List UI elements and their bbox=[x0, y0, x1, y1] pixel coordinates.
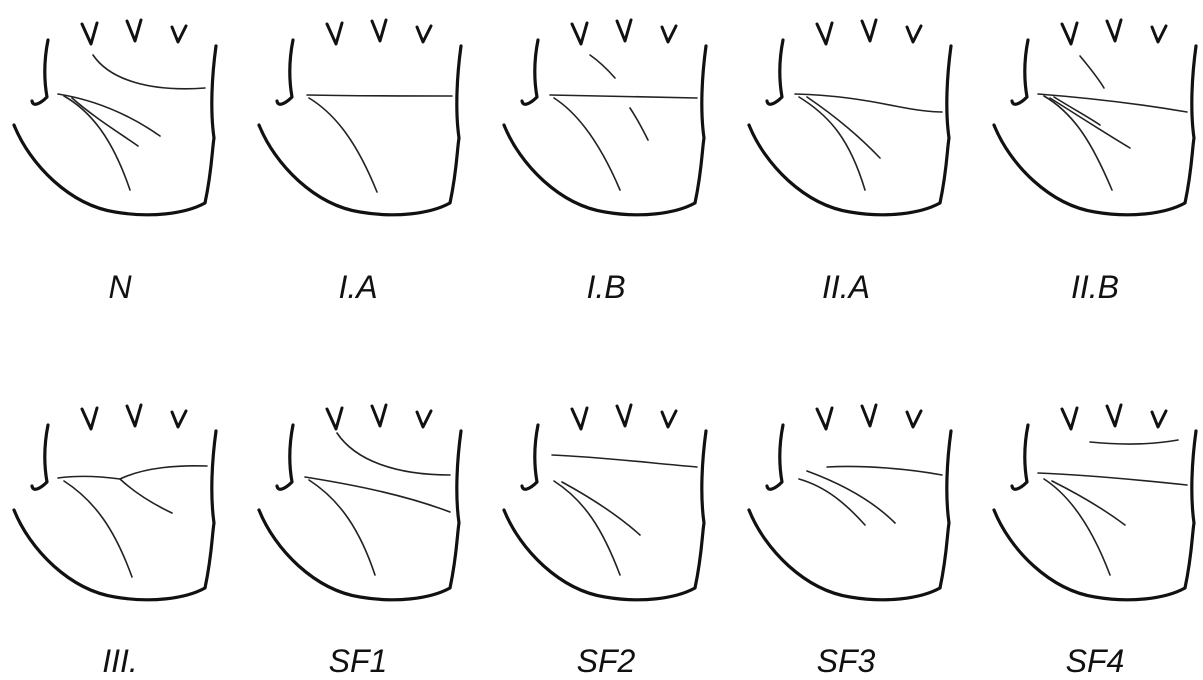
finger-mark bbox=[1152, 411, 1166, 427]
panel-label: II.B bbox=[1071, 269, 1119, 305]
palm-crease-line bbox=[807, 471, 895, 523]
panel-label: SF1 bbox=[329, 643, 388, 679]
finger-mark bbox=[862, 405, 876, 426]
finger-mark bbox=[417, 26, 431, 42]
finger-mark bbox=[82, 408, 97, 429]
palm-crease-line bbox=[552, 455, 697, 467]
hand-diagram bbox=[749, 405, 951, 600]
palm-crease-line bbox=[562, 482, 640, 535]
hand-outline bbox=[14, 40, 216, 215]
finger-mark bbox=[327, 23, 342, 44]
hand-outline bbox=[504, 40, 706, 215]
finger-mark bbox=[817, 408, 832, 429]
finger-mark bbox=[617, 20, 631, 41]
panel-label: N bbox=[108, 269, 132, 305]
panel-label: I.B bbox=[586, 269, 625, 305]
hand-outline bbox=[749, 425, 951, 600]
finger-mark bbox=[172, 411, 186, 427]
finger-mark bbox=[572, 408, 587, 429]
panel-label: III. bbox=[102, 643, 138, 679]
finger-mark bbox=[417, 411, 431, 427]
hand-diagram bbox=[259, 20, 461, 215]
finger-mark bbox=[127, 20, 141, 41]
finger-mark bbox=[617, 405, 631, 426]
hand-outline bbox=[994, 425, 1196, 600]
finger-mark bbox=[372, 20, 386, 41]
finger-mark bbox=[82, 23, 97, 44]
palm-crease-line bbox=[827, 466, 942, 475]
palm-crease-line bbox=[337, 433, 450, 475]
finger-mark bbox=[1107, 405, 1121, 426]
palm-crease-line bbox=[64, 481, 132, 577]
finger-mark bbox=[572, 23, 587, 44]
finger-mark bbox=[1152, 26, 1166, 42]
finger-mark bbox=[817, 23, 832, 44]
palm-crease-line bbox=[1052, 481, 1125, 525]
hand-outline bbox=[504, 425, 706, 600]
finger-mark bbox=[1062, 23, 1077, 44]
finger-mark bbox=[327, 408, 342, 429]
palm-crease-line bbox=[120, 479, 172, 513]
palm-crease-line bbox=[1044, 96, 1112, 190]
palm-crease-line bbox=[799, 479, 865, 525]
hand-diagram bbox=[994, 20, 1196, 215]
palm-crease-line bbox=[309, 480, 375, 575]
panel-label: SF2 bbox=[577, 643, 636, 679]
finger-mark bbox=[127, 405, 141, 426]
hand-outline bbox=[259, 425, 461, 600]
palm-crease-line bbox=[1080, 56, 1104, 88]
finger-mark bbox=[1062, 408, 1077, 429]
hand-diagram bbox=[504, 405, 706, 600]
palm-crease-line bbox=[309, 98, 377, 192]
finger-mark bbox=[862, 20, 876, 41]
finger-mark bbox=[372, 405, 386, 426]
palm-crease-line bbox=[64, 96, 130, 190]
palm-crease-line bbox=[554, 481, 620, 575]
panel-label: I.A bbox=[338, 269, 377, 305]
palm-crease-line bbox=[630, 108, 648, 140]
palm-crease-line bbox=[1038, 473, 1187, 485]
palm-crease-line bbox=[1050, 98, 1130, 148]
hand-outline bbox=[749, 40, 951, 215]
palm-crease-line bbox=[1054, 97, 1100, 125]
finger-mark bbox=[907, 26, 921, 42]
hand-diagram bbox=[14, 405, 216, 600]
hand-diagram bbox=[259, 405, 461, 600]
hand-diagram bbox=[504, 20, 706, 215]
palm-crease-line bbox=[799, 97, 865, 190]
hand-outline bbox=[14, 425, 216, 600]
palm-crease-line bbox=[58, 94, 160, 136]
palm-crease-line bbox=[554, 98, 620, 190]
panel-label: SF3 bbox=[817, 643, 876, 679]
finger-mark bbox=[907, 411, 921, 427]
hand-outline bbox=[994, 40, 1196, 215]
palm-crease-line bbox=[58, 466, 207, 479]
finger-mark bbox=[662, 411, 676, 427]
palm-crease-line bbox=[807, 97, 880, 158]
hand-diagram bbox=[994, 405, 1196, 600]
palm-crease-line bbox=[590, 55, 615, 78]
hand-outline bbox=[259, 40, 461, 215]
finger-mark bbox=[1107, 20, 1121, 41]
finger-mark bbox=[662, 26, 676, 42]
hand-diagram bbox=[749, 20, 951, 215]
palm-crease-line bbox=[550, 95, 697, 98]
palm-crease-line bbox=[307, 95, 452, 96]
palm-crease-line bbox=[93, 55, 205, 89]
panel-label: II.A bbox=[822, 269, 870, 305]
palm-crease-line bbox=[1090, 440, 1178, 444]
finger-mark bbox=[172, 26, 186, 42]
panel-label: SF4 bbox=[1066, 643, 1125, 679]
hand-diagram bbox=[14, 20, 216, 215]
palm-crease-line bbox=[72, 98, 138, 146]
palm-crease-line bbox=[1038, 94, 1187, 112]
